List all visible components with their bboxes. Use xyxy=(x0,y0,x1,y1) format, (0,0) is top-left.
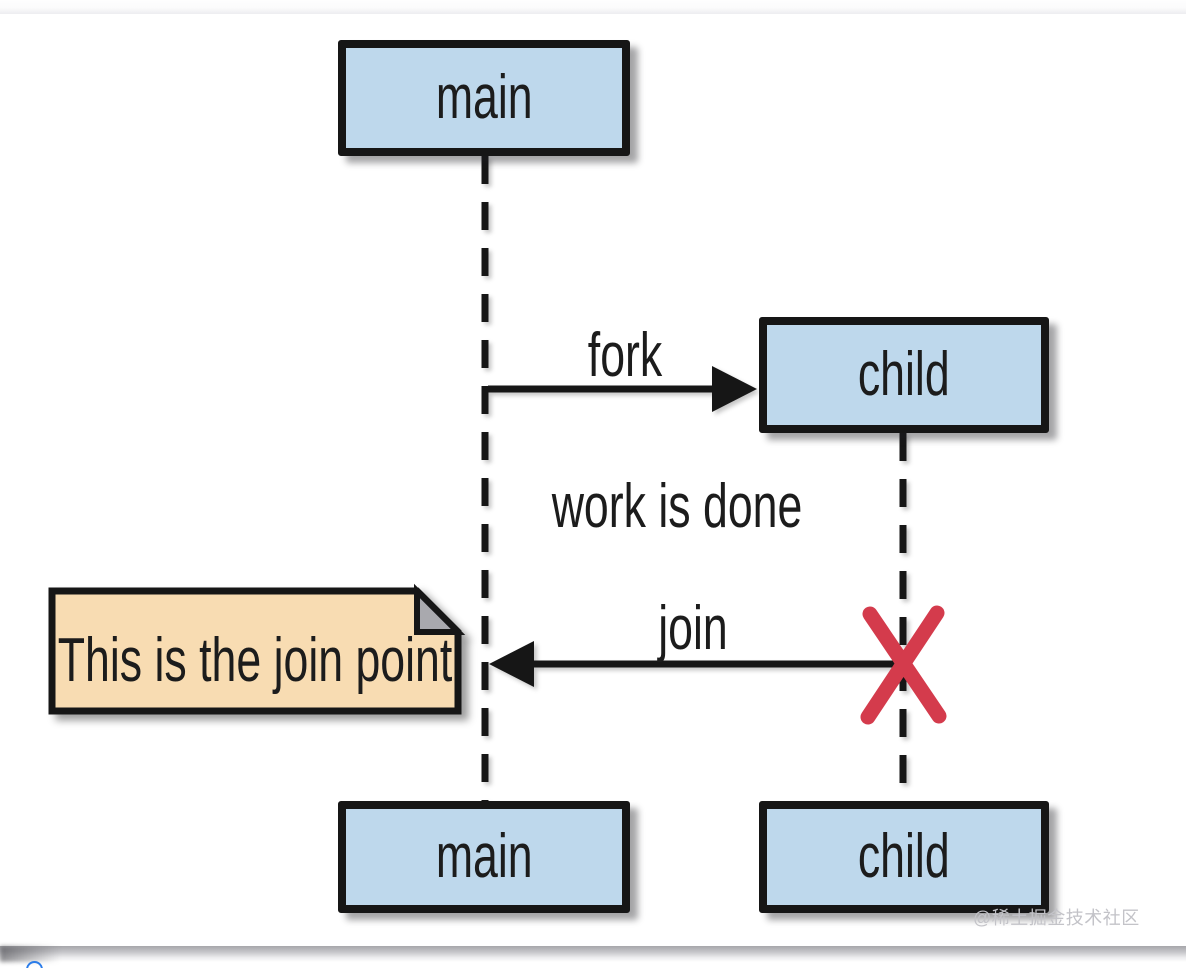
join-message-text: join xyxy=(658,594,728,663)
destroy-x-stroke-2 xyxy=(860,605,945,725)
bottom-left-link-icon xyxy=(26,961,43,968)
note-shape xyxy=(48,583,466,715)
destroy-x-icon xyxy=(860,605,947,725)
actor-label-main-top: main xyxy=(435,63,533,132)
join-message-label: join xyxy=(645,598,742,660)
actor-label-child-top: child xyxy=(858,340,950,409)
actor-label-main-bottom: main xyxy=(435,822,533,891)
page-top-edge xyxy=(0,0,1186,14)
note-fold-corner-icon xyxy=(414,583,466,635)
actor-box-child-bottom: child xyxy=(759,801,1049,913)
actor-label-child-bottom: child xyxy=(858,822,950,891)
work-is-done-text: work is done xyxy=(551,472,803,541)
work-is-done-annotation: work is done xyxy=(503,476,851,538)
note-text: This is the join point xyxy=(57,626,453,695)
note-body xyxy=(48,587,462,715)
actor-box-main-top: main xyxy=(338,40,630,156)
page-bottom-edge xyxy=(0,946,1186,962)
fork-message-text: fork xyxy=(587,321,663,390)
actor-box-main-bottom: main xyxy=(338,801,630,913)
fork-arrowhead-icon xyxy=(712,366,757,412)
actor-box-child-top: child xyxy=(759,317,1049,433)
watermark-text: @稀土掘金技术社区 xyxy=(973,908,1140,928)
join-arrowhead-icon xyxy=(489,641,534,687)
note-text-label: This is the join point xyxy=(0,630,529,692)
fork-message-label: fork xyxy=(573,325,676,387)
